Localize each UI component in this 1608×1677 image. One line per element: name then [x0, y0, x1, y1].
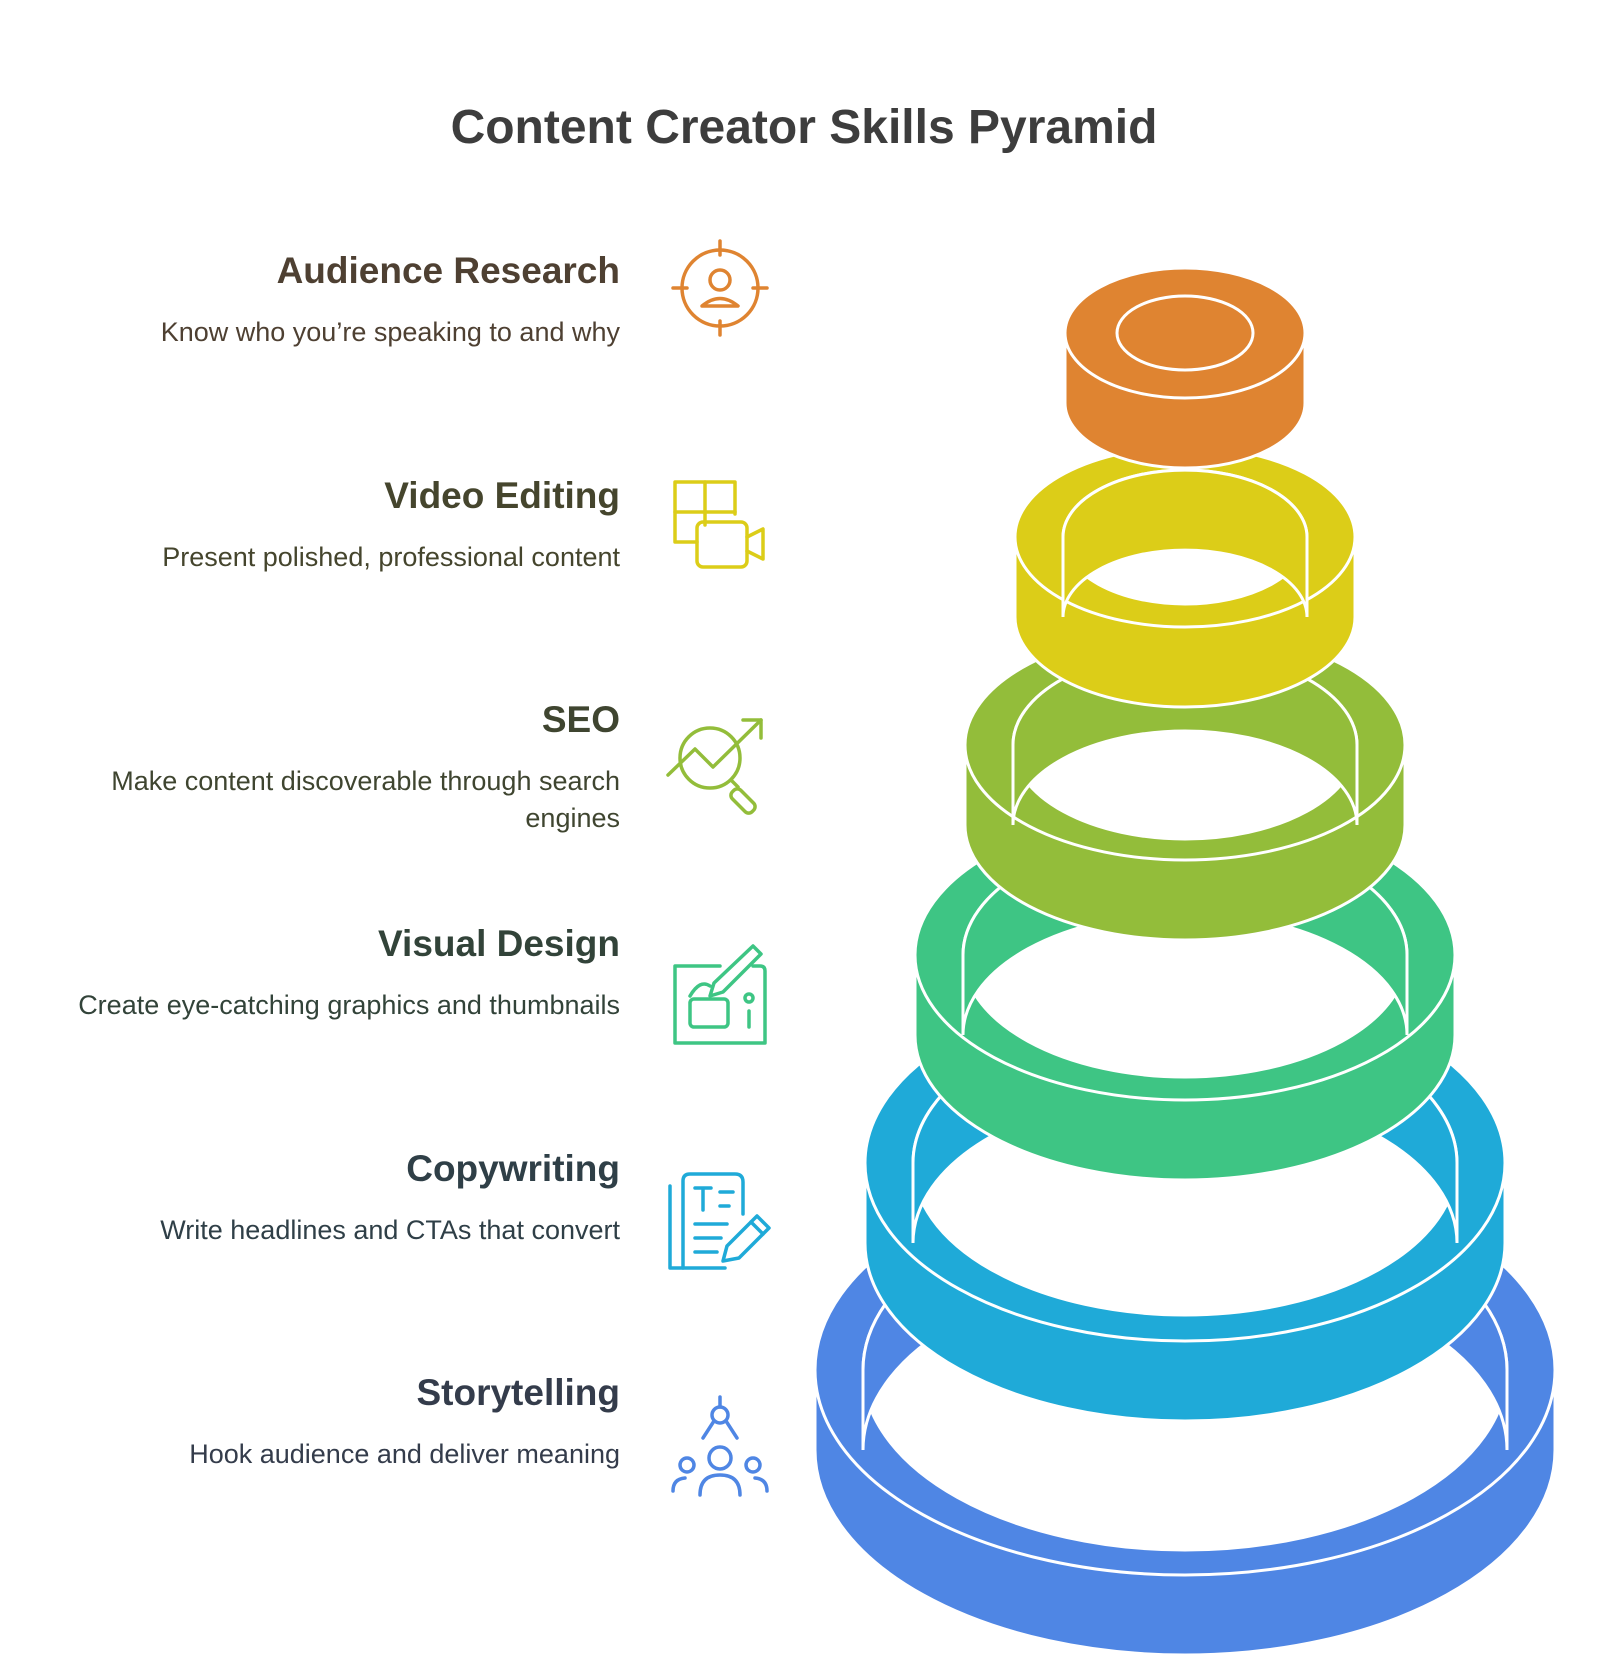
level-heading: Visual Design: [378, 923, 620, 964]
level-audience-research: Audience Research Know who you’re speaki…: [20, 248, 620, 351]
level-heading: Copywriting: [406, 1148, 620, 1189]
level-description: Write headlines and CTAs that convert: [160, 1215, 620, 1245]
level-seo: SEO Make content discoverable through se…: [20, 697, 620, 837]
level-heading: Storytelling: [416, 1372, 620, 1413]
design-tablet-icon: [665, 941, 775, 1051]
level-description: Know who you’re speaking to and why: [160, 317, 620, 347]
level-storytelling: Storytelling Hook audience and deliver m…: [20, 1370, 620, 1473]
level-heading: Audience Research: [276, 250, 620, 291]
level-description: Create eye-catching graphics and thumbna…: [78, 990, 620, 1020]
target-person-icon: [665, 233, 775, 343]
storyteller-icon: [665, 1393, 775, 1503]
level-description: Present polished, professional content: [162, 542, 620, 572]
level-description: Make content discoverable through search…: [111, 766, 620, 833]
ring-audience-research: [1063, 266, 1307, 470]
level-description: Hook audience and deliver meaning: [189, 1439, 620, 1469]
level-heading: Video Editing: [384, 475, 620, 516]
level-video-editing: Video Editing Present polished, professi…: [20, 473, 620, 576]
ring-video-editing: [1013, 445, 1357, 709]
search-growth-icon: [665, 715, 775, 825]
level-copywriting: Copywriting Write headlines and CTAs tha…: [20, 1146, 620, 1249]
video-grid-icon: [665, 477, 775, 587]
diagram-title: Content Creator Skills Pyramid: [450, 101, 1158, 154]
level-visual-design: Visual Design Create eye-catching graphi…: [20, 921, 620, 1024]
document-pen-icon: [665, 1166, 775, 1276]
level-heading: SEO: [541, 699, 620, 740]
